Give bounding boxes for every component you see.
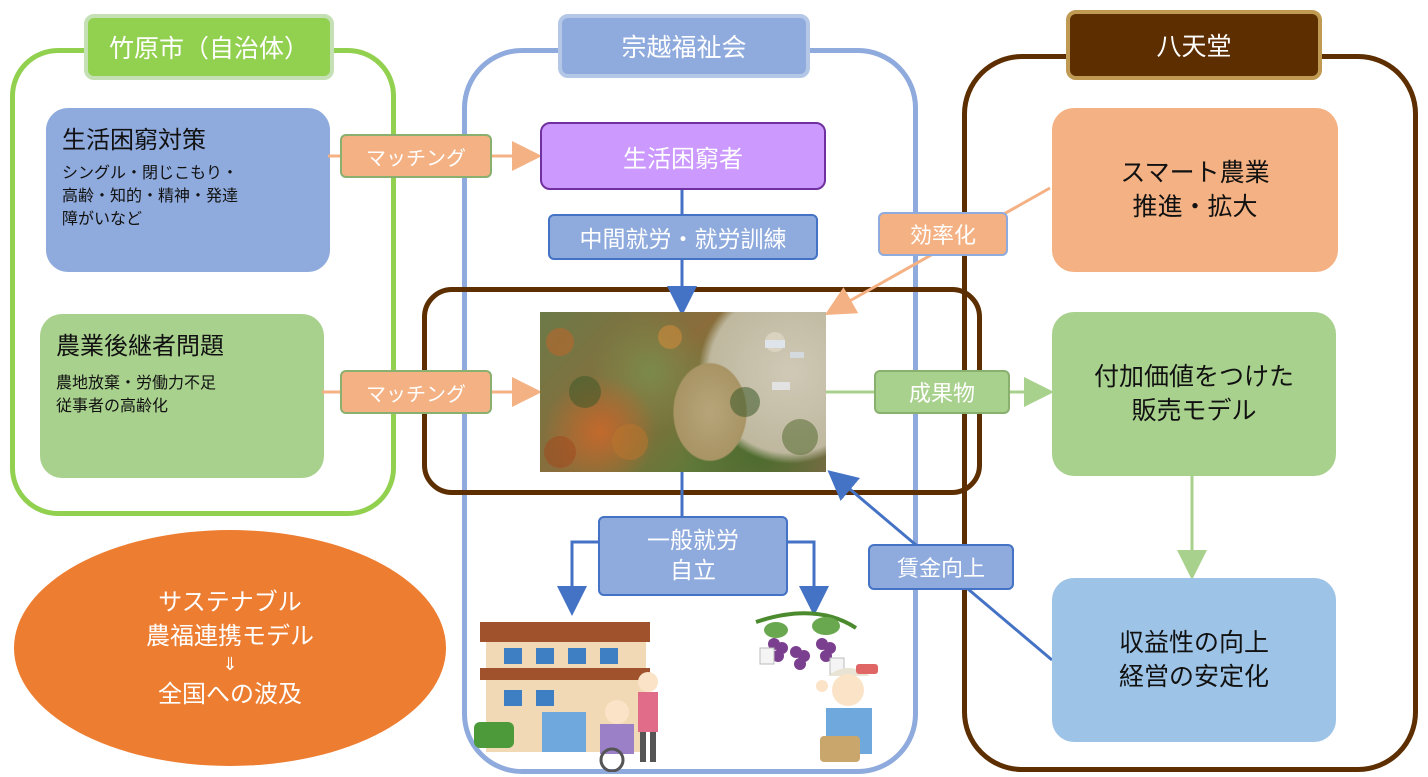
profitability-line: 収益性の向上 (1118, 628, 1269, 657)
sustainable-line: 農福連携モデル (146, 622, 314, 650)
sustainable-line: 全国への波及 (158, 680, 302, 708)
poverty-detail-line: シングル・閉じこもり・ (62, 163, 239, 182)
welfare-group-title: 宗越福祉会 (621, 33, 747, 62)
smart-agriculture-box: スマート農業 推進・拡大 (1052, 108, 1338, 272)
matching-label-2: マッチング (340, 370, 492, 414)
company-group-title: 八天堂 (1156, 32, 1232, 61)
wage-label-text: 賃金向上 (896, 557, 985, 582)
succession-problem-title: 農業後継者問題 (56, 332, 224, 360)
output-label-text: 成果物 (908, 382, 975, 407)
output-label: 成果物 (874, 370, 1010, 414)
training-label: 中間就労・就労訓練 (579, 227, 787, 253)
poverty-detail-line: 障がいなど (62, 209, 143, 228)
needy-person-label: 生活困窮者 (623, 144, 743, 173)
value-added-model-box: 付加価値をつけた 販売モデル (1052, 312, 1336, 476)
company-group-header: 八天堂 (1066, 10, 1322, 80)
profitability-line: 経営の安定化 (1118, 662, 1269, 691)
wage-label: 賃金向上 (868, 544, 1014, 590)
sustainable-arrow: ⇓ (222, 654, 238, 675)
efficiency-label: 効率化 (878, 212, 1008, 256)
farmland-texture (544, 325, 818, 468)
employment-line: 自立 (670, 558, 716, 584)
city-group-title: 竹原市（自治体） (108, 34, 309, 63)
aerial-farmland-photo (540, 312, 826, 472)
training-label-box: 中間就労・就労訓練 (548, 214, 818, 260)
welfare-group-header: 宗越福祉会 (558, 14, 810, 78)
value-added-line: 付加価値をつけた (1093, 362, 1294, 391)
employment-line: 一般就労 (647, 528, 739, 554)
sustainable-model-ellipse: サステナブル 農福連携モデル ⇓ 全国への波及 (14, 530, 446, 766)
poverty-detail-line: 高齢・知的・精神・発達 (62, 186, 239, 205)
sustainable-line: サステナブル (158, 588, 302, 616)
profitability-box: 収益性の向上 経営の安定化 (1052, 578, 1336, 742)
value-added-line: 販売モデル (1131, 396, 1257, 425)
matching-label-2-text: マッチング (366, 381, 466, 406)
grape-farmer-illustration (755, 611, 878, 762)
matching-label-1: マッチング (340, 134, 492, 178)
employment-box: 一般就労 自立 (598, 516, 788, 596)
succession-detail-line: 従事者の高齢化 (56, 396, 169, 415)
smart-agriculture-line: スマート農業 (1120, 158, 1270, 187)
smart-agriculture-line: 推進・拡大 (1132, 192, 1258, 221)
efficiency-label-text: 効率化 (909, 224, 976, 249)
succession-problem-box: 農業後継者問題 農地放棄・労働力不足 従事者の高齢化 (40, 314, 324, 478)
needy-person-box: 生活困窮者 (540, 122, 826, 190)
poverty-measures-box: 生活困窮対策 シングル・閉じこもり・ 高齢・知的・精神・発達 障がいなど (46, 108, 330, 272)
poverty-measures-title: 生活困窮対策 (62, 126, 206, 154)
succession-detail-line: 農地放棄・労働力不足 (56, 373, 217, 392)
matching-label-1-text: マッチング (366, 145, 466, 170)
city-group-header: 竹原市（自治体） (84, 14, 334, 80)
care-facility-illustration (474, 622, 658, 772)
